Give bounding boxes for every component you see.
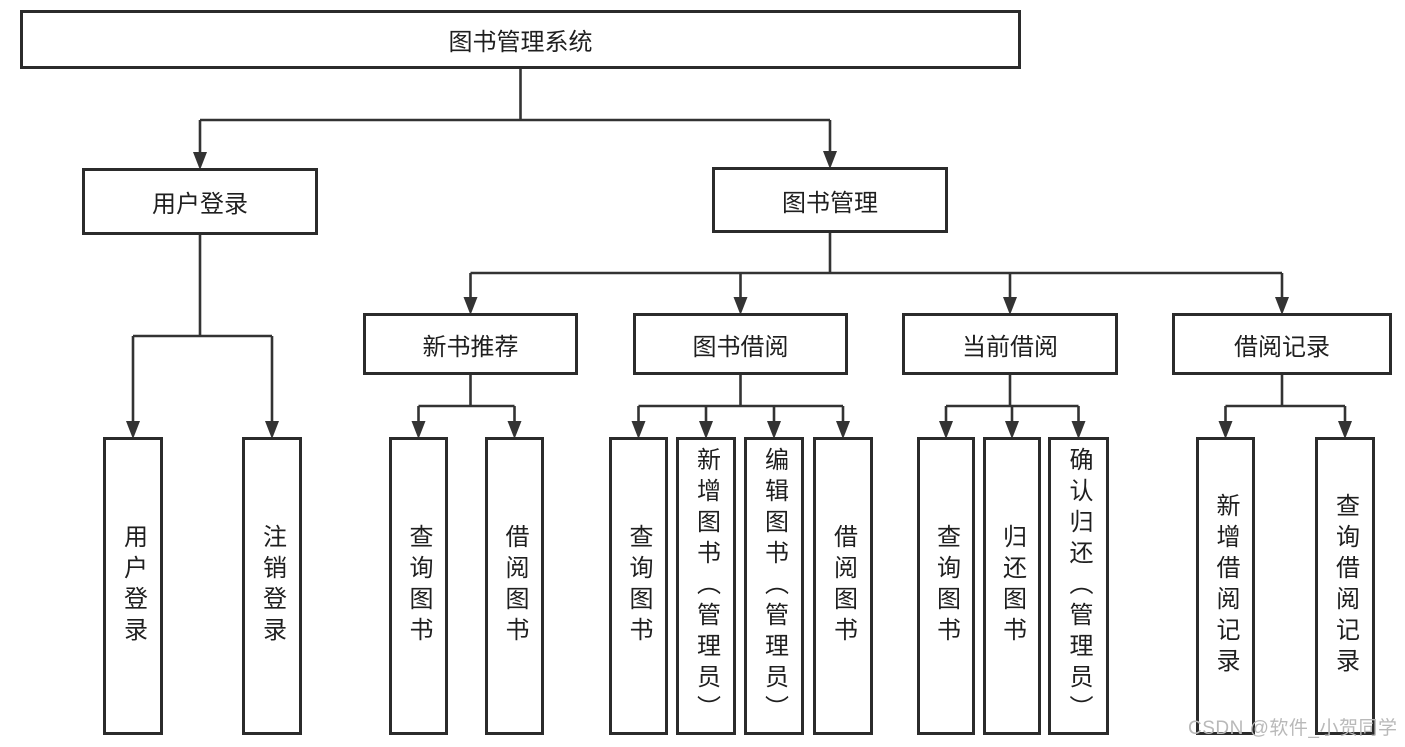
node-borrow-books-1: 借阅图书: [485, 437, 544, 735]
node-logout: 注销登录: [242, 437, 302, 735]
node-edit-books: 编辑图书（管理员）: [744, 437, 804, 735]
node-query-books-1: 查询图书: [389, 437, 448, 735]
node-borrow-records: 借阅记录: [1172, 313, 1392, 375]
arrow-into-book-mgmt: [823, 151, 837, 169]
arrow-into-query-borrow-record: [1338, 421, 1352, 439]
arrow-into-borrow-records: [1275, 297, 1289, 315]
node-book-borrow: 图书借阅: [633, 313, 848, 375]
arrow-into-query-books-1: [411, 421, 426, 439]
arrow-into-edit-books: [767, 421, 781, 439]
arrow-into-borrow-books-2: [836, 421, 850, 439]
node-user-login-group: 用户登录: [82, 168, 318, 235]
arrow-into-current-borrow: [1003, 297, 1017, 315]
node-confirm-return: 确认归还（管理员）: [1048, 437, 1109, 735]
node-query-books-2: 查询图书: [609, 437, 668, 735]
watermark: CSDN @软件_小贺同学: [1188, 718, 1398, 739]
arrow-into-query-books-2: [631, 421, 646, 439]
arrow-into-add-borrow-record: [1218, 421, 1233, 439]
node-return-books: 归还图书: [983, 437, 1041, 735]
node-root: 图书管理系统: [20, 10, 1021, 69]
node-book-mgmt: 图书管理: [712, 167, 948, 233]
arrow-into-query-books-3: [939, 421, 953, 439]
arrow-into-add-books: [699, 421, 713, 439]
node-current-borrow: 当前借阅: [902, 313, 1118, 375]
node-query-books-3: 查询图书: [917, 437, 975, 735]
node-query-borrow-record: 查询借阅记录: [1315, 437, 1375, 735]
arrow-into-confirm-return: [1071, 421, 1086, 439]
arrow-into-return-books: [1005, 421, 1019, 439]
node-borrow-books-2: 借阅图书: [813, 437, 873, 735]
arrow-into-logout: [265, 421, 279, 439]
node-user-login: 用户登录: [103, 437, 163, 735]
arrow-into-book-borrow: [733, 297, 748, 315]
arrow-into-user-login: [126, 421, 140, 439]
node-add-books: 新增图书（管理员）: [676, 437, 736, 735]
arrow-into-borrow-books-1: [507, 421, 522, 439]
node-new-book-rec: 新书推荐: [363, 313, 578, 375]
arrow-into-new-book-rec: [463, 297, 478, 315]
node-add-borrow-record: 新增借阅记录: [1196, 437, 1255, 735]
arrow-into-user-login-group: [193, 152, 207, 170]
